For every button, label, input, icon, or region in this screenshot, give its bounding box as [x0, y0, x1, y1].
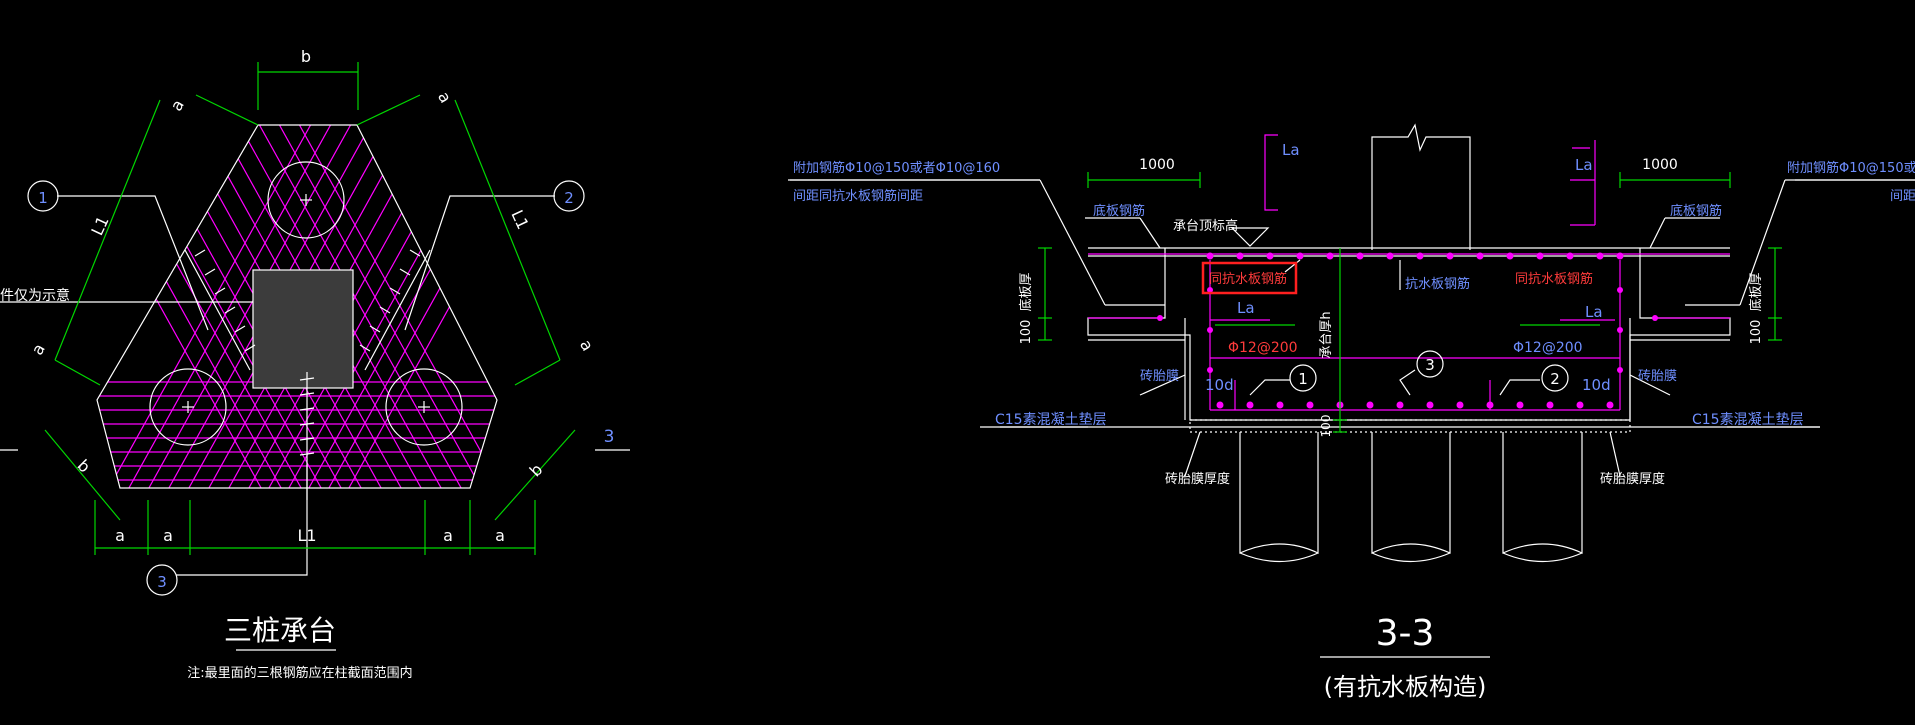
plan-note: 注:最里面的三根钢筋应在柱截面范围内 — [187, 665, 412, 681]
highlight-box — [1201, 261, 1298, 295]
cap-rebar — [1088, 140, 1730, 411]
cap-top-elevation: 承台顶标高 — [1173, 218, 1238, 234]
dim-L1-left: L1 — [87, 213, 112, 238]
tag-10d-right: 10d — [1582, 376, 1611, 394]
la-label-1: La — [1282, 141, 1300, 159]
bottom-bar-right: 底板钢筋 — [1670, 203, 1722, 219]
la-brackets — [1210, 134, 1615, 321]
dim-100-left: 100 — [1019, 320, 1034, 345]
section-circle-1 — [1289, 364, 1317, 392]
dim-bottom-a-2: a — [163, 526, 173, 545]
dim-100-right: 100 — [1749, 320, 1764, 345]
dim-b-left-low: b — [74, 456, 95, 477]
column-section — [252, 269, 354, 389]
dim-a-right-mid: a — [576, 336, 597, 354]
callout-label-3: 3 — [157, 573, 167, 591]
red-label-right: 同抗水板钢筋 — [1515, 271, 1593, 287]
section-circle-2-label: 2 — [1550, 370, 1560, 388]
dim-bottom-a-3: a — [443, 526, 453, 545]
anti-water-bar: 抗水板钢筋 — [1405, 276, 1470, 292]
section-circle-1-label: 1 — [1298, 370, 1308, 388]
slab-thickness-right: 底板厚 — [1748, 272, 1764, 311]
rebar-left: Φ12@200 — [1228, 340, 1298, 356]
three-pile-cap-plan: 1 2 3 3 b a a L1 L1 a a b b a a L1 a a 件… — [0, 47, 630, 681]
callout-label-1: 1 — [38, 189, 48, 207]
note-left-1: 附加钢筋Φ10@150或者Φ10@160 — [793, 160, 1000, 176]
section-circle-3-label: 3 — [1425, 356, 1435, 374]
dim-bottom-L1: L1 — [297, 526, 316, 545]
elevation-marker — [1230, 227, 1270, 247]
dim-1000-left: 1000 — [1139, 157, 1175, 173]
dim-L1-right: L1 — [507, 207, 532, 232]
note-left-2: 间距同抗水板钢筋间距 — [793, 188, 923, 204]
column-above — [1371, 123, 1471, 250]
bottom-bar-left: 底板钢筋 — [1093, 203, 1145, 219]
plan-title: 三桩承台 — [224, 614, 336, 647]
pile-top — [267, 161, 345, 239]
note-cut-text: 件仅为示意 — [0, 287, 70, 304]
section-leaders — [790, 179, 1915, 477]
red-label-boxed: 同抗水板钢筋 — [1209, 271, 1287, 287]
c15-right: C15素混凝土垫层 — [1692, 412, 1804, 428]
brick-thickness-left: 砖胎膜厚度 — [1165, 471, 1230, 487]
callout-label-3-right: 3 — [604, 427, 615, 447]
pile-left — [149, 368, 227, 446]
dim-100-bottom: 100 — [1319, 415, 1333, 438]
dim-a-upper-left: a — [167, 96, 188, 114]
dim-1000-right: 1000 — [1642, 157, 1678, 173]
dim-bottom-a-4: a — [495, 526, 505, 545]
la-label-2: La — [1575, 156, 1593, 174]
callout-circle-2 — [553, 180, 585, 212]
la-label-3: La — [1237, 299, 1255, 317]
rebar-bundle-marks — [184, 249, 431, 500]
section-circle-3 — [1416, 350, 1444, 378]
dim-a-upper-right: a — [434, 88, 455, 106]
leader-lines — [0, 195, 630, 576]
section-subtitle: (有抗水板构造) — [1324, 673, 1487, 701]
rebar-right: Φ12@200 — [1513, 340, 1583, 356]
note-right-2: 间距 — [1890, 189, 1915, 204]
c15-left: C15素混凝土垫层 — [995, 412, 1107, 428]
callout-circle-3 — [146, 564, 178, 596]
callout-label-2: 2 — [564, 189, 574, 207]
section-3-3: 1 3 2 附加钢筋Φ10@150或者Φ10@160 间距同抗水板钢筋间距 附加… — [788, 123, 1915, 701]
section-piles — [1239, 432, 1583, 563]
dim-b-top: b — [301, 47, 311, 66]
brick-mold-right: 砖胎膜 — [1638, 369, 1677, 384]
rebar-dots — [1157, 252, 1658, 409]
cap-thickness: 承台厚h — [1319, 311, 1334, 358]
dim-b-right-low: b — [526, 460, 547, 481]
callout-circle-1 — [27, 180, 59, 212]
slab-thickness-left: 底板厚 — [1018, 272, 1034, 311]
section-circle-2 — [1541, 364, 1569, 392]
pile-right — [385, 368, 463, 446]
brick-mold-left: 砖胎膜 — [1140, 369, 1179, 384]
note-right-1: 附加钢筋Φ10@150或者 — [1787, 160, 1915, 176]
tag-10d-left: 10d — [1205, 376, 1234, 394]
section-dimensions — [1038, 172, 1782, 433]
brick-thickness-right: 砖胎膜厚度 — [1600, 471, 1665, 487]
dim-a-left-mid: a — [28, 340, 49, 358]
dimension-lines — [44, 62, 576, 555]
la-label-4: La — [1585, 303, 1603, 321]
ground-lines — [788, 179, 1915, 306]
dim-bottom-a-1: a — [115, 526, 125, 545]
section-title: 3-3 — [1376, 613, 1435, 654]
